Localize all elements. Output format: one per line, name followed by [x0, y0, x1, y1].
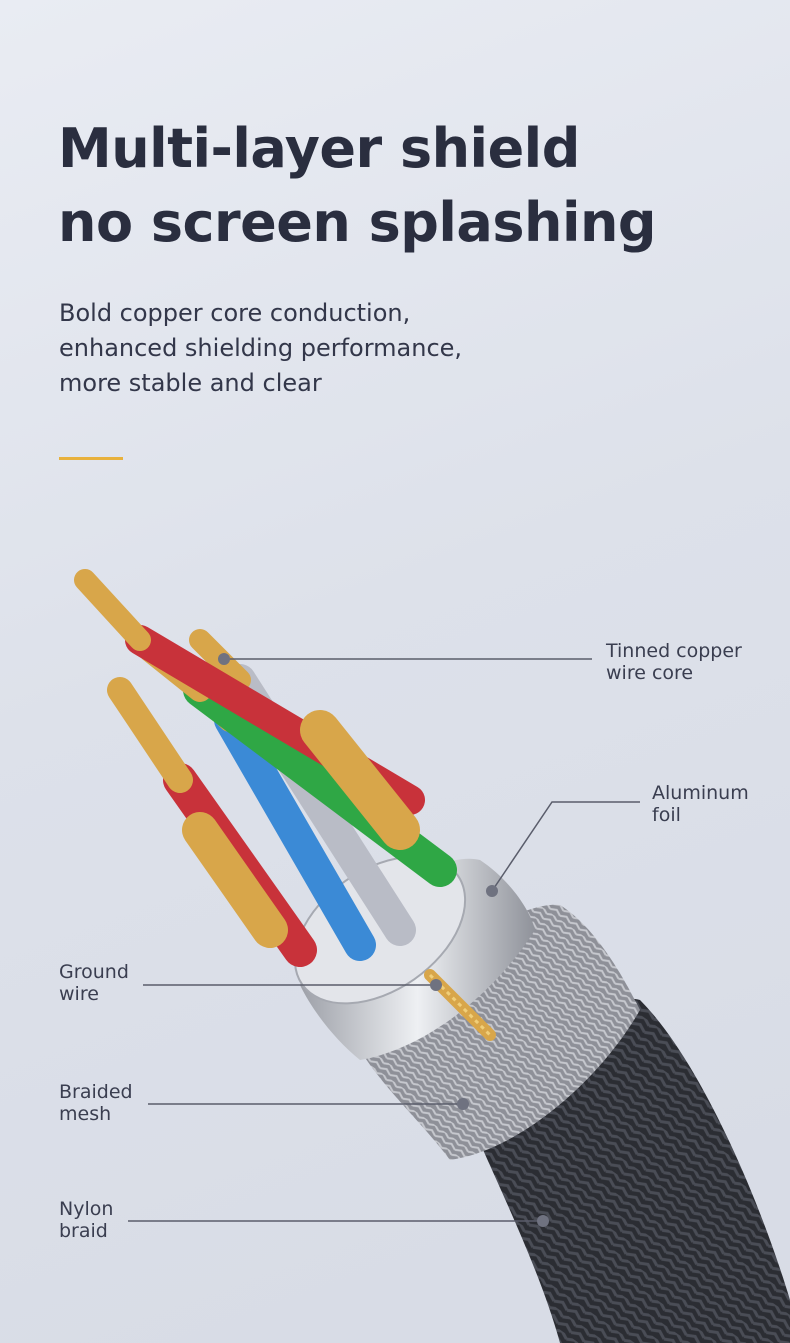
subtext-line-3: more stable and clear — [59, 369, 322, 397]
callout-tinned-copper: Tinned copper wire core — [606, 640, 742, 684]
headline-line-2: no screen splashing — [58, 191, 657, 254]
callout-tinned-copper-line-1: Tinned copper — [606, 640, 742, 662]
leader-dots — [218, 653, 549, 1227]
callout-tinned-copper-line-2: wire core — [606, 662, 694, 684]
callout-aluminum-foil-line-2: foil — [652, 804, 681, 826]
headline: Multi-layer shield no screen splashing — [58, 112, 657, 260]
subtext-line-2: enhanced shielding performance, — [59, 334, 463, 362]
conductor-copper-bundle — [182, 710, 420, 948]
callout-aluminum-foil: Aluminum foil — [652, 782, 749, 826]
subtext: Bold copper core conduction, enhanced sh… — [59, 296, 462, 401]
callout-nylon-braid-line-2: braid — [59, 1220, 108, 1242]
headline-line-1: Multi-layer shield — [58, 117, 580, 180]
callout-ground-wire: Ground wire — [59, 961, 129, 1005]
callout-ground-wire-line-1: Ground — [59, 961, 129, 983]
callout-nylon-braid: Nylon braid — [59, 1198, 113, 1242]
callout-aluminum-foil-line-1: Aluminum — [652, 782, 749, 804]
callout-braided-mesh-line-2: mesh — [59, 1103, 112, 1125]
braided-mesh-layer — [360, 904, 640, 1160]
callout-braided-mesh: Braided mesh — [59, 1081, 133, 1125]
callout-ground-wire-line-2: wire — [59, 983, 99, 1005]
dot-nylon-braid — [537, 1215, 549, 1227]
leader-aluminum-foil — [491, 801, 640, 892]
dot-ground-wire — [430, 979, 442, 991]
subtext-line-1: Bold copper core conduction, — [59, 299, 411, 327]
callout-braided-mesh-line-1: Braided — [59, 1081, 133, 1103]
dot-tinned-copper — [218, 653, 230, 665]
dot-aluminum-foil — [486, 885, 498, 897]
callout-nylon-braid-line-1: Nylon — [59, 1198, 114, 1220]
leader-lines — [128, 658, 640, 1222]
accent-divider — [59, 457, 123, 460]
dot-braided-mesh — [457, 1098, 469, 1110]
